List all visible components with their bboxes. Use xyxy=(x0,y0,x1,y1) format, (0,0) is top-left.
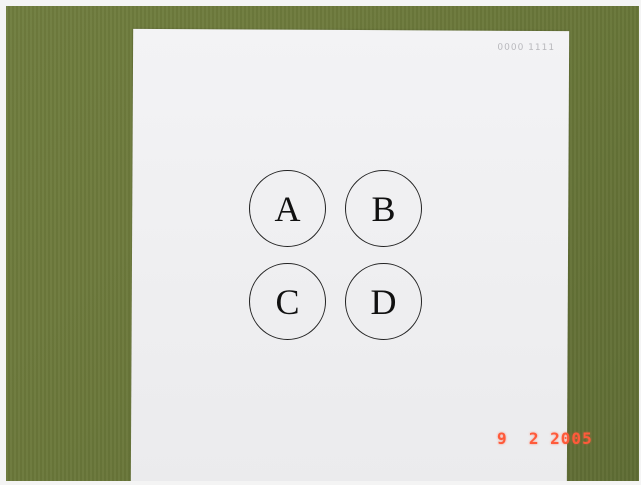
circle-c: C xyxy=(249,263,326,340)
circle-a: A xyxy=(249,170,326,247)
photo: 0000 1111 xyxy=(6,6,639,481)
circle-b: B xyxy=(345,170,422,247)
circle-d: D xyxy=(345,263,422,340)
paper-corner-mark: 0000 1111 xyxy=(497,43,555,53)
paper-sheet: 0000 1111 xyxy=(131,29,569,481)
date-stamp: 9 2 2005 xyxy=(497,429,593,448)
